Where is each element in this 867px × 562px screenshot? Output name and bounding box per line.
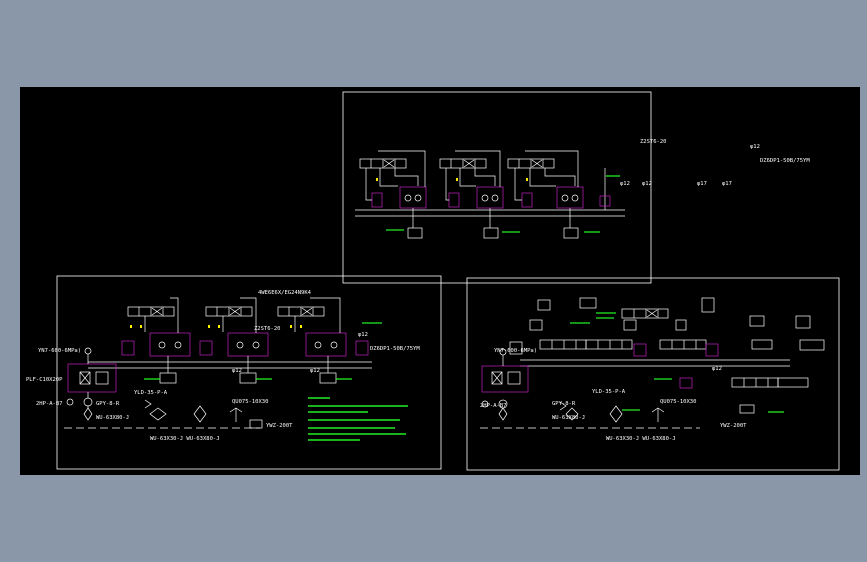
port-markers (130, 178, 528, 328)
left-label-heater: QU075-10X30 (232, 399, 268, 405)
right-label-breather: YWZ-200T (720, 423, 747, 429)
left-label-pipe-a: φ12 (232, 368, 242, 374)
top-label-pipe-c: φ17 (697, 181, 707, 187)
left-label-dz: DZ6DP1-50B/75YM (370, 346, 420, 352)
model-space-canvas[interactable] (20, 87, 860, 475)
top-label-pipe-a: φ12 (620, 181, 630, 187)
top-valve-group (355, 150, 625, 239)
left-notes-block (308, 397, 408, 441)
right-valve-group (480, 297, 825, 429)
right-label-pipe-a: φ12 (712, 366, 722, 372)
top-label-z2st6: Z2ST6-20 (640, 139, 667, 145)
left-label-level: YLD-35-P-A (134, 390, 168, 396)
right-label-pump: GPY-8-R (552, 401, 576, 407)
right-label-pressure: 2HP-A-B7 (480, 403, 507, 409)
left-label-breather: YWZ-200T (266, 423, 293, 429)
green-callout-marks (144, 175, 784, 413)
left-valve-group (64, 297, 372, 429)
top-schematic-panel: Z2ST6-20 φ12 DZ6DP1-50B/75YM φ12 φ12 φ17… (342, 91, 810, 284)
right-schematic-panel: YN7-600-6MPa) 2HP-A-B7 GPY-8-R WU-63X80-… (466, 277, 840, 471)
left-label-pressure: 2HP-A-B7 (36, 401, 63, 407)
right-label-heater: QU075-10X30 (660, 399, 696, 405)
left-label-filter: WU-63X80-J (96, 415, 129, 421)
left-label-pipe-size: φ12 (358, 332, 368, 338)
top-label-pipe-b: φ12 (642, 181, 652, 187)
left-label-manifold: 4WE6E6X/EG24N9K4 (258, 290, 312, 296)
left-panel-frame (56, 275, 442, 470)
right-label-relief: YN7-600-6MPa) (494, 348, 537, 354)
top-label-relief-valve: DZ6DP1-50B/75YM (760, 158, 810, 164)
right-label-filter: WU-63X80-J (552, 415, 585, 421)
top-label-pipe-size: φ12 (750, 144, 760, 150)
top-panel-frame (342, 91, 652, 284)
left-label-bottom-filters: WU-63X30-J WU-63X80-J (150, 436, 220, 442)
top-label-pipe-d: φ17 (722, 181, 732, 187)
right-label-level: YLD-35-P-A (592, 389, 626, 395)
left-schematic-panel: 4WE6E6X/EG24N9K4 Z2ST6-20 DZ6DP1-50B/75Y… (26, 275, 442, 470)
right-label-bottom-filters: WU-63X30-J WU-63X80-J (606, 436, 676, 442)
left-label-pump: GPY-8-R (96, 401, 120, 407)
left-label-pipe-b: φ12 (310, 368, 320, 374)
left-label-z2s: Z2ST6-20 (254, 326, 281, 332)
right-panel-frame (466, 277, 840, 471)
left-label-pump-motor: PLF-C10X20P (26, 377, 63, 383)
left-label-relief: YN7-600-6MPa) (38, 348, 81, 354)
